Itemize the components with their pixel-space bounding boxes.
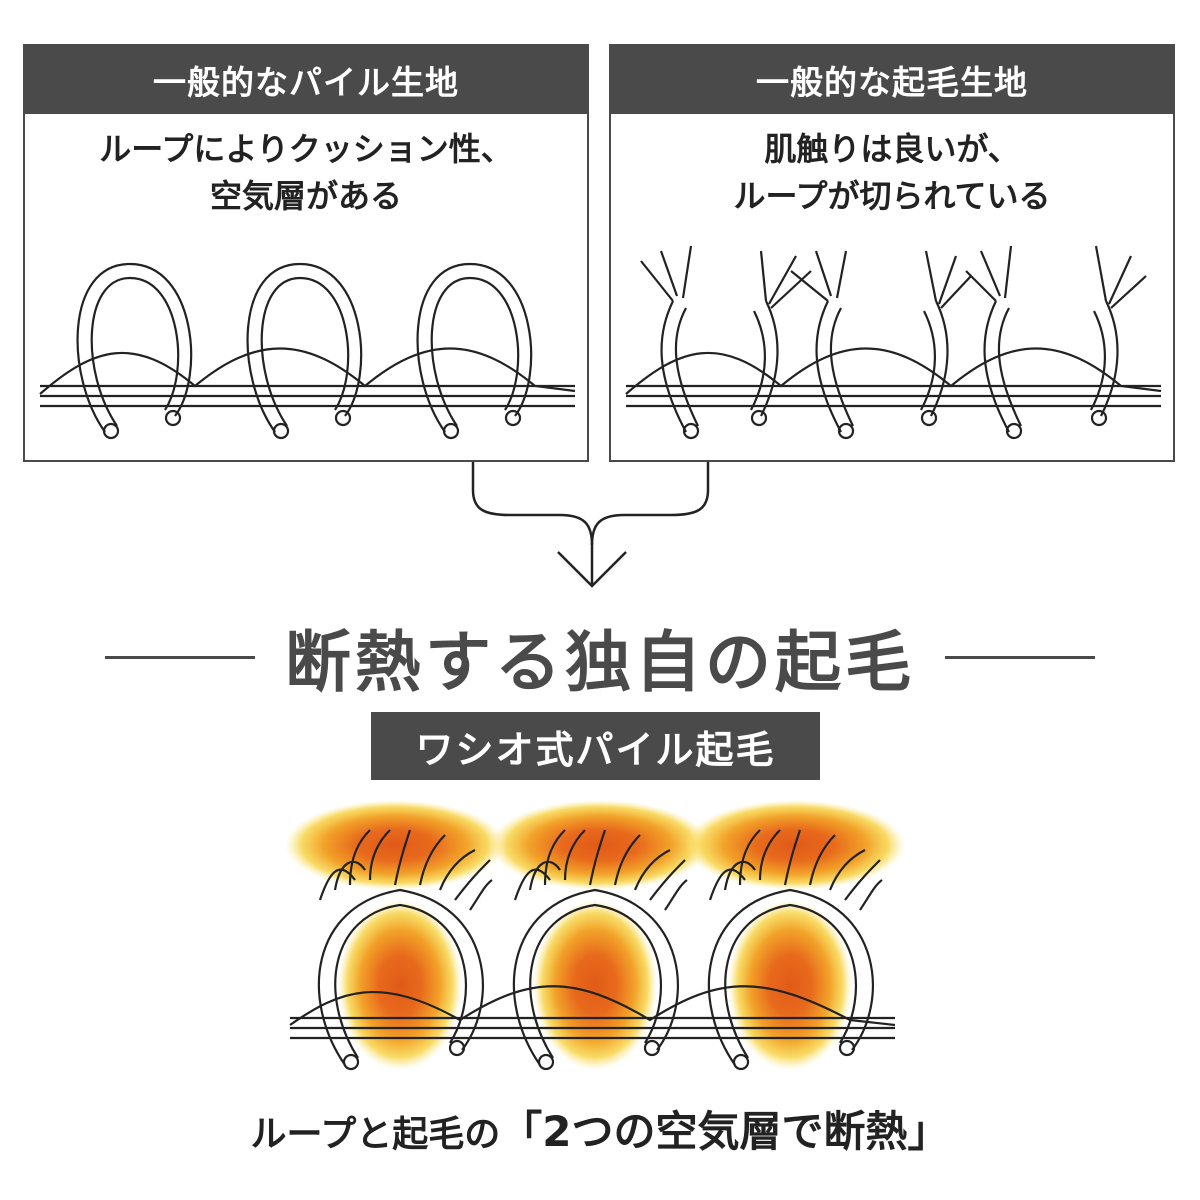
brushed-desc-line-2: ループが切られている: [733, 177, 1051, 215]
heat-top-1: [285, 800, 505, 890]
caption: ループと起毛の「2つの空気層で断熱」: [0, 1098, 1200, 1159]
pile-loops-illustration: [39, 262, 576, 440]
pile-loop-2: [246, 262, 363, 440]
brushed-desc-line-1: 肌触りは良いが、: [764, 130, 1020, 168]
brushed-fabric-header: 一般的な起毛生地: [611, 46, 1173, 114]
main-title: 断熱する独自の起毛: [285, 624, 915, 701]
pile-desc-line-1: ループによりクッション性、: [99, 130, 513, 168]
cut-loops-illustration: [625, 245, 1162, 440]
pile-desc-line-2: 空気層がある: [209, 177, 402, 215]
pile-fabric-description: ループによりクッション性、 空気層がある: [25, 126, 587, 220]
title-divider-left: [105, 655, 255, 659]
caption-emphasis: 「2つの空気層で断熱」: [500, 1107, 950, 1156]
title-divider-right: [945, 655, 1095, 659]
caption-prefix: ループと起毛の: [250, 1114, 501, 1155]
pile-fabric-header: 一般的なパイル生地: [25, 46, 587, 114]
brushed-fabric-panel: 一般的な起毛生地 肌触りは良いが、 ループが切られている: [609, 44, 1175, 462]
method-badge: ワシオ式パイル起毛: [371, 712, 820, 780]
merge-arrow: [471, 462, 710, 588]
brushed-fabric-description: 肌触りは良いが、 ループが切られている: [611, 126, 1173, 220]
pile-fabric-panel: 一般的なパイル生地 ループによりクッション性、 空気層がある: [23, 44, 589, 462]
main-title-row: 断熱する独自の起毛: [0, 612, 1200, 702]
pile-loop-3: [416, 262, 533, 440]
pile-loop-1: [76, 262, 193, 440]
